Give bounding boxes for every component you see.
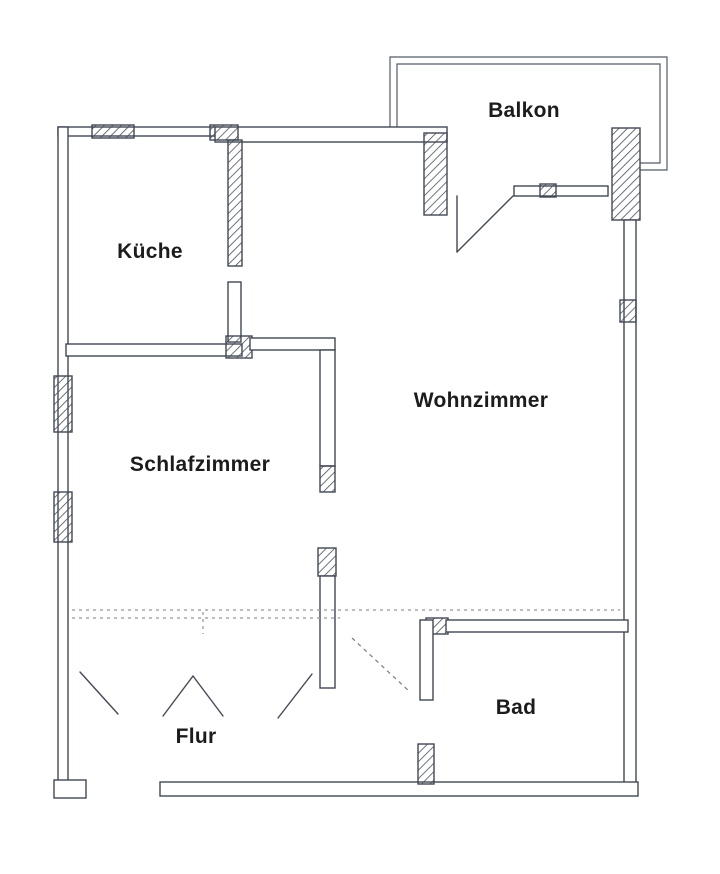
door-swing [79,671,119,715]
door-swing [277,673,313,719]
bathroom-walls [417,617,629,785]
window-hatch [209,124,239,141]
room-label-wohnzimmer: Wohnzimmer [413,389,549,412]
wall-pier [423,132,448,216]
door-swing [162,674,224,717]
door-swing [456,195,514,253]
wall-pier [417,743,435,785]
kitchen-walls [65,139,336,359]
balcony-outline [389,56,668,171]
balcony-door [456,183,609,253]
hall-dashed-lines [72,609,620,634]
window-hatch [91,124,135,139]
wall-pier [611,127,641,221]
window-hatch [53,375,73,433]
room-label-schlafzimmer: Schlafzimmer [129,453,271,476]
bedroom-divider [317,349,337,689]
window-hatch [53,491,73,543]
room-label-kueche: Küche [117,240,183,263]
wall-foot [53,779,87,799]
wall-pier [317,547,337,577]
room-label-flur: Flur [175,725,217,748]
window-hatch [227,139,243,267]
wall-pier [319,465,336,493]
outer-walls [53,124,641,799]
hall-door-swings [79,637,411,719]
room-label-bad: Bad [495,696,537,719]
room-label-balkon: Balkon [488,99,560,122]
window-hatch [619,299,637,323]
wall-pier [225,335,253,359]
window-hatch [539,183,557,198]
door-swing [351,637,411,693]
